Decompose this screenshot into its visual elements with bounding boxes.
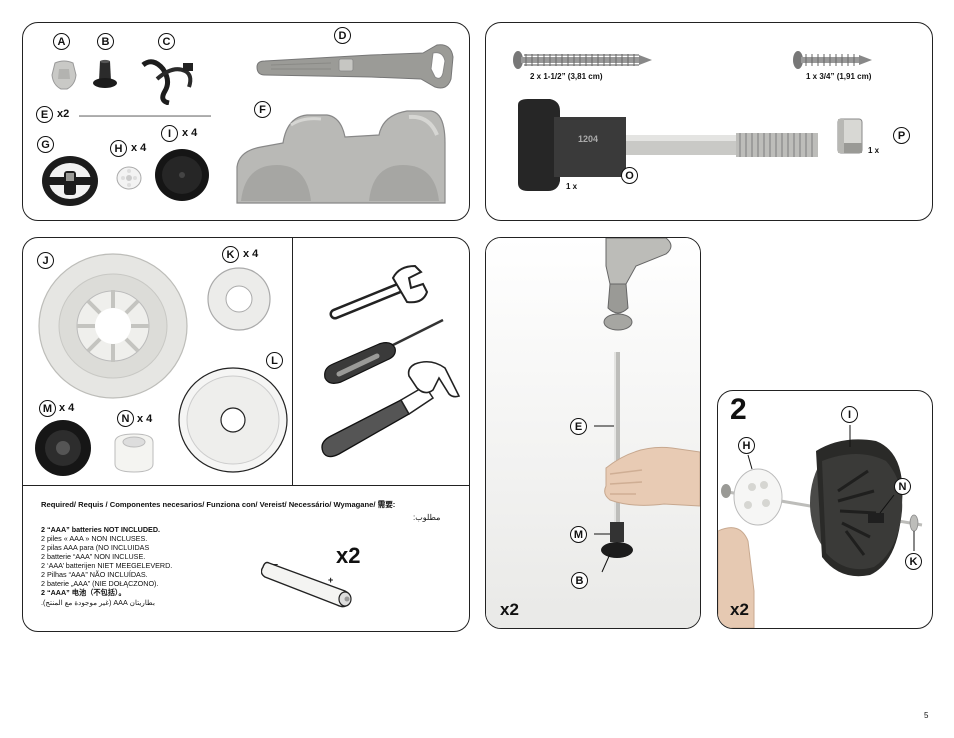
step1-label-E: E [570,418,587,435]
battery-line-fr: 2 piles « AAA » NON INCLUSES. [41,534,148,543]
part-M-bushing-image [35,420,91,476]
part-B-image [93,59,117,88]
label-I: I [161,125,178,142]
bolt-stamp: 1204 [578,134,599,144]
hardware-panel: 2 x 1-1/2” (3,81 cm) 1 x 3/4” (1,91 cm) … [485,22,933,221]
battery-minus: – [273,559,279,569]
required-divider-horizontal [23,485,469,487]
parts-panel: A B C D E x2 F G [22,22,470,221]
screwdriver-icon [324,318,444,384]
label-O: O [621,167,638,184]
label-B: B [97,33,114,50]
part-H-hubcap-image [116,166,142,190]
step1-photo-hammer-and-axle [486,238,700,628]
required-heading-arabic: مطلوب: [413,513,441,522]
part-G-steering-wheel-image [42,156,98,206]
label-G: G [37,136,54,153]
hammer-icon [321,360,461,458]
screw-short-label: 1 x 3/4” (1,91 cm) [806,72,872,81]
step2-qty: x2 [730,600,749,619]
part-E-axle-image [79,115,211,117]
battery-plus: + [328,575,334,585]
page-number: 5 [924,711,929,720]
part-J-wheel-rim-image [38,253,188,399]
label-P: P [893,127,910,144]
battery-line-zh: 2 “AAA” 电池（不包括）。 [41,588,126,597]
label-H: H [110,140,127,157]
step2-label-H: H [738,437,755,454]
part-K-qty: x 4 [243,248,259,260]
required-heading: Required/ Requis / Componentes necesario… [41,500,396,509]
step1-panel: 1 E M B x2 [485,237,701,629]
part-O-qty: 1 x [566,182,578,191]
battery-line-it: 2 batterie “AAA” NON INCLUSE. [41,552,146,561]
part-E-qty: x2 [57,108,70,120]
part-P-nut-image [837,118,863,154]
label-E: E [36,106,53,123]
battery-line-pl: 2 baterie „AAA” (NIE DOŁĄCZONO). [41,579,159,588]
screw-short-image [793,51,872,69]
label-F: F [254,101,271,118]
part-I-wheel-image [155,149,209,201]
part-O-bolt-image [518,99,818,191]
label-C: C [158,33,175,50]
part-P-qty: 1 x [868,146,880,155]
battery-icon [261,561,352,608]
step2-number: 2 [730,393,747,426]
screw-long-label: 2 x 1-1/2” (3,81 cm) [530,72,603,81]
step1-label-B: B [571,572,588,589]
label-A: A [53,33,70,50]
part-L-disc-image [178,367,288,473]
label-J: J [37,252,54,269]
step1-label-M: M [570,526,587,543]
step1-qty: x2 [500,600,519,619]
battery-line-nl: 2 ‘AAA’ batterijen NIET MEEGELEVERD. [41,561,173,570]
step2-label-N: N [894,478,911,495]
part-C-strap-image [141,59,193,105]
part-F-body-image [236,110,446,204]
part-N-qty: x 4 [137,413,153,425]
part-K-washer-image [207,267,271,331]
battery-line-es: 2 pilas AAA para (NO INCLUIDAS [41,543,150,552]
wrench-icon [329,264,429,320]
battery-line-pt: 2 Pilhas “AAA” NÃO INCLUÍDAS. [41,570,148,579]
screw-long-image [513,51,652,69]
step2-label-I: I [841,406,858,423]
battery-line-ar: بطاريتان AAA (غير موجودة مع المنتج). [41,598,155,607]
part-D-seat-image [256,44,454,89]
battery-qty: x2 [336,543,361,568]
label-K: K [222,246,239,263]
step2-panel: 2 I H N K x2 [717,390,933,629]
part-A-image [51,60,77,90]
part-N-spacer-image [114,433,154,473]
label-D: D [334,27,351,44]
tools-divider-vertical [292,238,294,485]
label-M: M [39,400,56,417]
label-L: L [266,352,283,369]
step2-photo-wheel-assembly [718,425,923,628]
part-H-qty: x 4 [131,142,147,154]
part-M-qty: x 4 [59,402,75,414]
wheel-parts-panel: J K x 4 L M x 4 N x 4 [22,237,470,632]
battery-line-en: 2 “AAA” batteries NOT INCLUDED. [41,525,161,534]
label-N: N [117,410,134,427]
step2-label-K: K [905,553,922,570]
part-I-qty: x 4 [182,127,198,139]
